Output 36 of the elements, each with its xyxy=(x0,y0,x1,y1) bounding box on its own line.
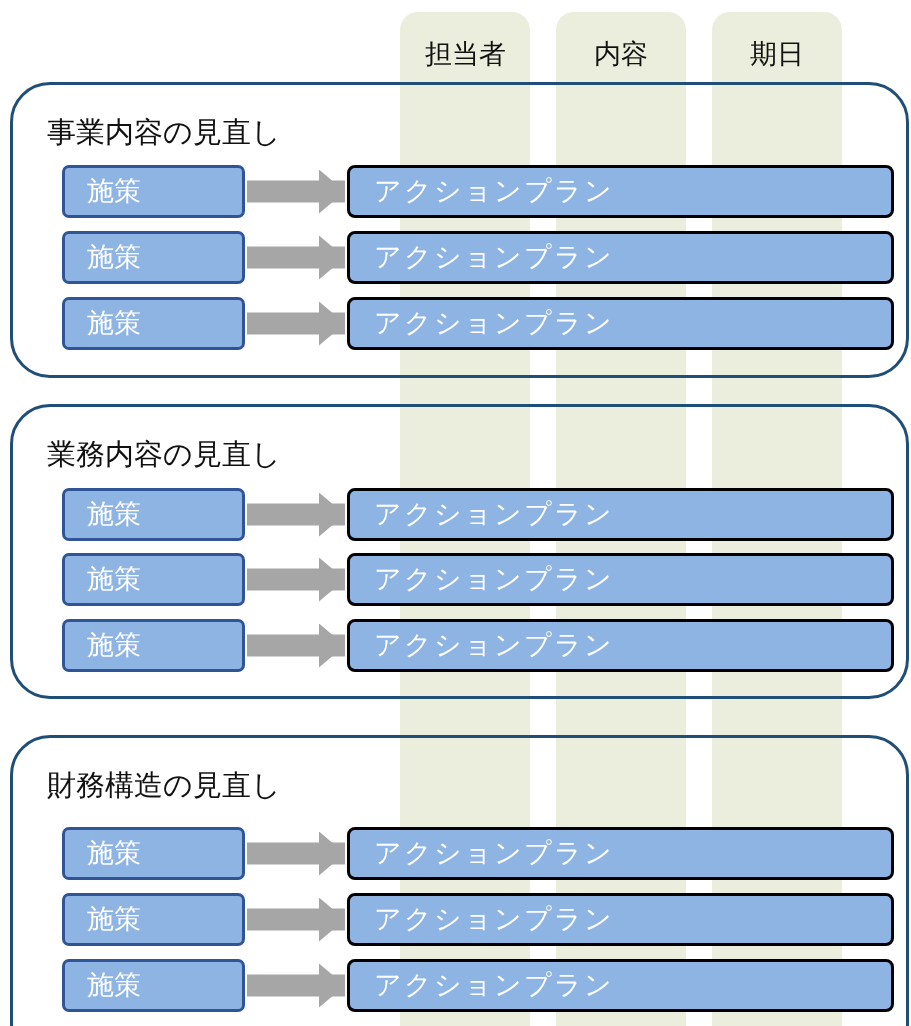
action-plan-box: アクションプラン xyxy=(347,165,894,218)
measure-box: 施策 xyxy=(62,619,245,672)
action-plan-box: アクションプラン xyxy=(347,231,894,284)
measure-box: 施策 xyxy=(62,231,245,284)
block-arrow xyxy=(247,831,345,876)
block-arrow xyxy=(247,301,345,346)
measure-box: 施策 xyxy=(62,165,245,218)
block-arrow xyxy=(247,235,345,280)
group-box xyxy=(10,82,909,378)
group-box xyxy=(10,735,909,1026)
block-arrow xyxy=(247,492,345,537)
group-heading: 財務構造の見直し xyxy=(47,767,281,804)
block-arrow xyxy=(247,897,345,942)
column-heading: 担当者 xyxy=(423,37,507,71)
block-arrow xyxy=(247,169,345,214)
measure-box: 施策 xyxy=(62,827,245,880)
block-arrow xyxy=(247,963,345,1008)
measure-box: 施策 xyxy=(62,488,245,541)
action-plan-box: アクションプラン xyxy=(347,959,894,1012)
block-arrow xyxy=(247,623,345,668)
group-heading: 業務内容の見直し xyxy=(47,436,281,473)
block-arrow xyxy=(247,557,345,602)
measure-box: 施策 xyxy=(62,297,245,350)
action-plan-box: アクションプラン xyxy=(347,893,894,946)
action-plan-box: アクションプラン xyxy=(347,619,894,672)
column-heading: 期日 xyxy=(749,37,805,71)
group-heading: 事業内容の見直し xyxy=(47,114,281,151)
measure-box: 施策 xyxy=(62,893,245,946)
column-heading: 内容 xyxy=(593,37,649,71)
measure-box: 施策 xyxy=(62,959,245,1012)
action-plan-box: アクションプラン xyxy=(347,827,894,880)
measure-box: 施策 xyxy=(62,553,245,606)
group-box xyxy=(10,404,909,699)
action-plan-box: アクションプラン xyxy=(347,553,894,606)
action-plan-box: アクションプラン xyxy=(347,297,894,350)
action-plan-box: アクションプラン xyxy=(347,488,894,541)
